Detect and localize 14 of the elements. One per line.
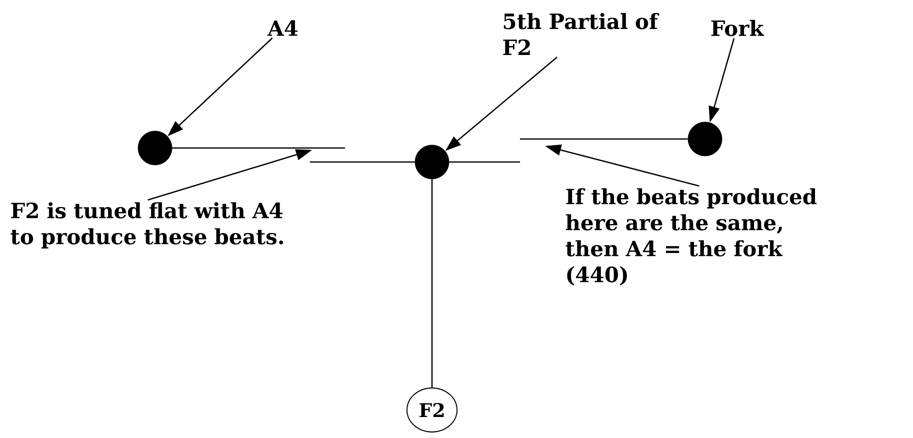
callout-label: A4 (267, 20, 298, 36)
dot (688, 122, 722, 156)
line (449, 161, 520, 163)
callout-label: Fork (711, 20, 764, 36)
note-text: F2 is tuned flat with A4 to produce these beats. (10, 202, 284, 249)
line (172, 147, 345, 149)
note-text: If the beats produced here are the same, then A4 = the fork (440) (566, 188, 817, 286)
line (431, 179, 433, 388)
dot (414, 144, 450, 180)
line (520, 138, 688, 140)
line (310, 161, 415, 163)
dot (138, 130, 172, 166)
circle-label: F2 (406, 388, 458, 432)
callout-label: 5th Partial of F2 (503, 13, 660, 55)
